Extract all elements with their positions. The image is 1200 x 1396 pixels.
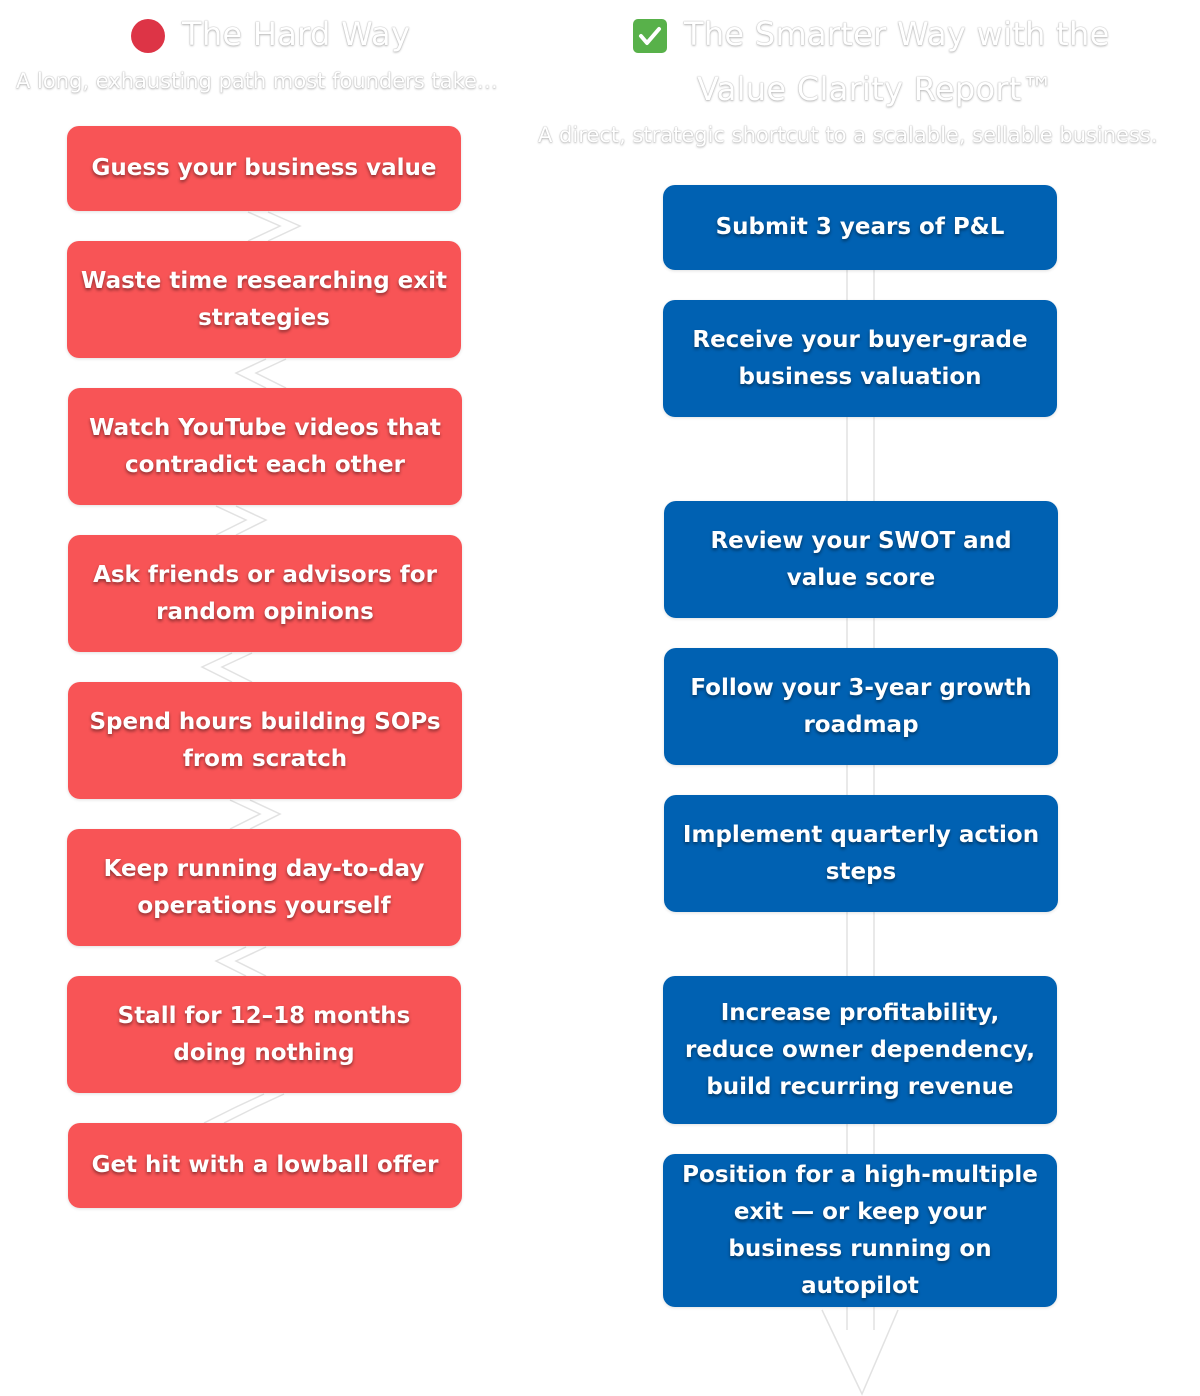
smart-step: Review your SWOT and value score: [664, 501, 1058, 618]
hard-step: Watch YouTube videos that contradict eac…: [68, 388, 462, 505]
zigzag-connector: [200, 652, 233, 683]
smart-way-title-line1: The Smarter Way with the: [684, 15, 1110, 53]
zigzag-connector: [235, 505, 268, 536]
zigzag-connector: [214, 946, 247, 977]
smart-way-title-line2: Value Clarity Report™: [697, 70, 1054, 108]
smart-way-subtitle: A direct, strategic shortcut to a scalab…: [538, 123, 1158, 147]
hard-step: Stall for 12–18 months doing nothing: [67, 976, 461, 1093]
hard-step: Keep running day-to-day operations yours…: [67, 829, 461, 946]
zigzag-connector: [254, 358, 287, 389]
red-circle-icon: [131, 19, 165, 53]
smart-step: Implement quarterly action steps: [664, 795, 1058, 912]
zigzag-connector: [203, 1093, 265, 1124]
zigzag-connector: [223, 1093, 285, 1124]
smart-step: Increase profitability, reduce owner dep…: [663, 976, 1057, 1124]
smart-step: Follow your 3-year growth roadmap: [664, 648, 1058, 765]
zigzag-connector: [220, 652, 253, 683]
check-mark-icon: [633, 19, 667, 53]
hard-way-subtitle: A long, exhausting path most founders ta…: [16, 69, 498, 93]
smart-step: Submit 3 years of P&L: [663, 185, 1057, 270]
smart-step: Position for a high-multiple exit — or k…: [663, 1154, 1057, 1307]
smart-step: Receive your buyer-grade business valuat…: [663, 300, 1057, 417]
zigzag-connector: [215, 505, 248, 536]
hard-step: Spend hours building SOPs from scratch: [68, 682, 462, 799]
hard-way-title: The Hard Way: [182, 15, 411, 53]
path-arrow-icon: [821, 1309, 899, 1396]
hard-step: Ask friends or advisors for random opini…: [68, 535, 462, 652]
zigzag-connector: [247, 211, 282, 242]
hard-step: Waste time researching exit strategies: [67, 241, 461, 358]
zigzag-connector: [267, 211, 302, 242]
zigzag-connector: [249, 799, 282, 830]
hard-step: Get hit with a lowball offer: [68, 1123, 462, 1208]
zigzag-connector: [229, 799, 262, 830]
hard-step: Guess your business value: [67, 126, 461, 211]
zigzag-connector: [234, 358, 267, 389]
zigzag-connector: [234, 946, 267, 977]
